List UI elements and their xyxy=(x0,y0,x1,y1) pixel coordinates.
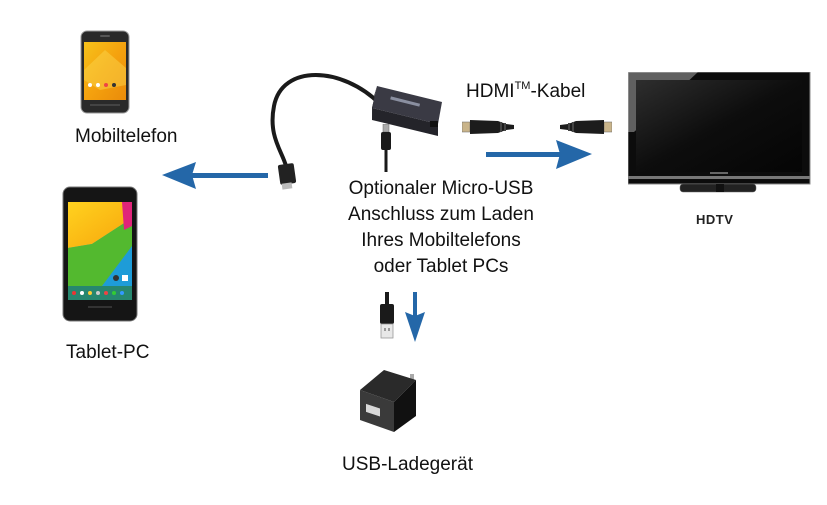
tv-label: HDTV xyxy=(696,212,734,227)
micro-usb-description: Optionaler Micro-USB Anschluss zum Laden… xyxy=(318,176,564,280)
micro-usb-plug-icon xyxy=(381,124,391,172)
arrow-left-icon xyxy=(162,162,268,189)
phone-label: Mobiltelefon xyxy=(75,126,178,147)
tablet-label: Tablet-PC xyxy=(66,342,150,363)
usb-charger-icon xyxy=(360,370,416,432)
hdmi-label-main: HDMI xyxy=(466,81,515,102)
hdmi-plug-tv-icon xyxy=(560,120,612,134)
tv-icon xyxy=(628,72,811,193)
smartphone-icon xyxy=(80,30,130,114)
arrow-right-icon xyxy=(486,140,592,169)
hdmi-label-suffix: -Kabel xyxy=(530,81,586,102)
tablet-icon xyxy=(62,186,138,322)
micro-usb-line-4: oder Tablet PCs xyxy=(373,256,509,277)
usb-a-plug-icon xyxy=(380,292,394,339)
hdmi-cable-icon xyxy=(462,120,514,134)
charger-label: USB-Ladegerät xyxy=(342,454,473,475)
micro-usb-line-2: Anschluss zum Laden xyxy=(348,204,534,225)
mhl-adapter-icon xyxy=(270,73,442,190)
arrow-down-icon xyxy=(405,292,425,342)
hdmi-label-tm: TM xyxy=(514,80,531,92)
hdmi-cable-label: HDMITM-Kabel xyxy=(466,80,585,103)
micro-usb-line-3: Ihres Mobiltelefons xyxy=(361,230,521,251)
micro-usb-line-1: Optionaler Micro-USB xyxy=(348,178,534,199)
